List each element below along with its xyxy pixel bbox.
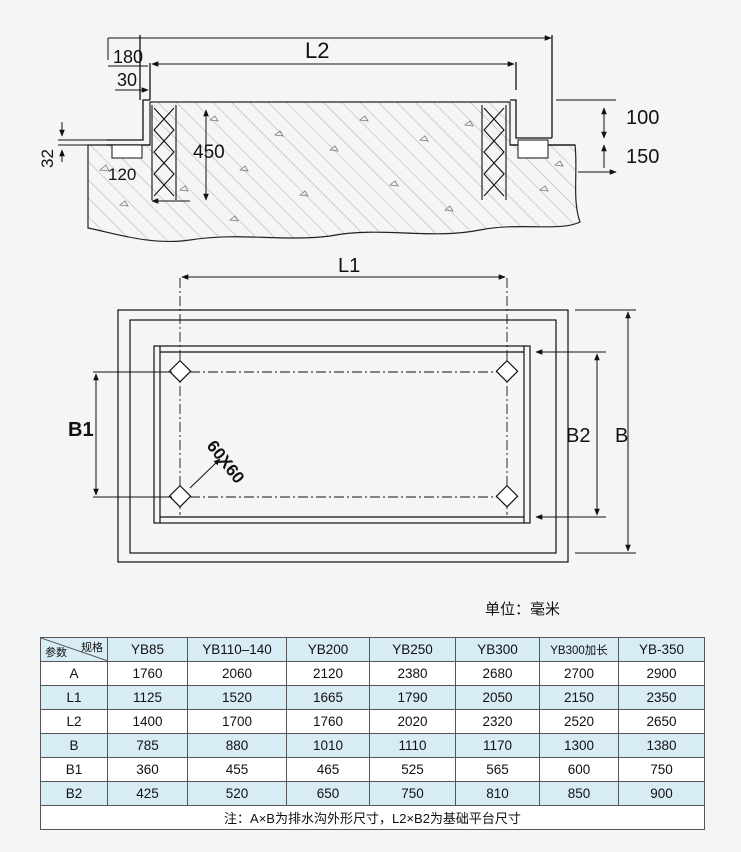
table-note: 注：A×B为排水沟外形尺寸，L2×B2为基础平台尺寸 [40,805,705,830]
table-cell: 2900 [618,661,705,686]
row-label: B2 [40,781,108,806]
table-cell: 2320 [455,709,540,734]
dim-b2: B2 [566,425,590,447]
dim-30: 30 [117,70,137,90]
table-row: B2 425 520 650 750 810 850 900 [40,781,705,806]
table-cell: 2680 [455,661,540,686]
table-cell: 1790 [369,685,456,710]
table-cell: 1520 [187,685,287,710]
table-cell: 880 [187,733,287,758]
table-cell: 2050 [455,685,540,710]
table-cell: 850 [539,781,619,806]
column-header: YB200 [286,637,370,662]
dim-180: 180 [113,47,143,67]
dim-32: 32 [38,149,57,168]
row-label: B [40,733,108,758]
table-corner-cell: 规格 参数 [40,637,108,662]
table-cell: 2520 [539,709,619,734]
dim-l2: L2 [305,38,329,63]
table-cell: 1760 [286,709,370,734]
dim-b: B [615,425,628,447]
table-cell: 1125 [107,685,188,710]
table-cell: 465 [286,757,370,782]
plan-view: L1 B1 B2 B 60X60 [68,255,636,563]
table-cell: 520 [187,781,287,806]
table-note-row: 注：A×B为排水沟外形尺寸，L2×B2为基础平台尺寸 [40,805,705,830]
column-header: YB300 [455,637,540,662]
table-cell: 1380 [618,733,705,758]
unit-label: 单位：毫米 [485,601,561,618]
corner-param-label: 参数 [45,647,67,659]
corner-spec-label: 规格 [81,642,103,654]
concrete-foundation [87,101,581,243]
table-cell: 900 [618,781,705,806]
row-label: B1 [40,757,108,782]
table-cell: 2650 [618,709,705,734]
row-label: L1 [40,685,108,710]
table-cell: 2380 [369,661,456,686]
spec-table: 规格 参数 YB85 YB110–140 YB200 YB250 YB300 Y… [40,637,705,830]
table-cell: 750 [369,781,456,806]
table-cell: 810 [455,781,540,806]
table-cell: 2350 [618,685,705,710]
table-cell: 425 [107,781,188,806]
section-view: 180 30 L2 32 120 450 100 150 [38,35,659,243]
column-header: YB250 [369,637,456,662]
table-cell: 565 [455,757,540,782]
row-label: L2 [40,709,108,734]
drain-cover [153,345,531,524]
dim-100: 100 [626,107,659,129]
table-cell: 750 [618,757,705,782]
column-header: YB-350 [618,637,705,662]
table-row: L1 1125 1520 1665 1790 2050 2150 2350 [40,685,705,710]
concrete-aggregate [99,115,564,222]
row-label: A [40,661,108,686]
table-cell: 600 [539,757,619,782]
table-cell: 1010 [286,733,370,758]
table-cell: 525 [369,757,456,782]
table-cell: 360 [107,757,188,782]
table-cell: 2120 [286,661,370,686]
table-row: B 785 880 1010 1110 1170 1300 1380 [40,733,705,758]
right-spring [481,105,507,200]
table-cell: 650 [286,781,370,806]
table-cell: 1300 [539,733,619,758]
dim-150: 150 [626,146,659,168]
table-row: A 1760 2060 2120 2380 2680 2700 2900 [40,661,705,686]
table-cell: 785 [107,733,188,758]
dim-b1: B1 [68,419,94,441]
dim-l1: L1 [338,255,360,277]
bolt-holes [168,359,519,508]
dim-60x60: 60X60 [203,437,248,487]
table-cell: 1400 [107,709,188,734]
column-header: YB300加长 [539,637,619,662]
table-cell: 2150 [539,685,619,710]
column-header: YB85 [107,637,188,662]
table-cell: 2020 [369,709,456,734]
table-header-row: 规格 参数 YB85 YB110–140 YB200 YB250 YB300 Y… [40,637,705,662]
column-header: YB110–140 [187,637,287,662]
table-cell: 2060 [187,661,287,686]
table-cell: 1760 [107,661,188,686]
dim-120: 120 [108,165,136,184]
table-cell: 1170 [455,733,540,758]
table-cell: 1700 [187,709,287,734]
table-cell: 455 [187,757,287,782]
table-row: B1 360 455 465 525 565 600 750 [40,757,705,782]
table-row: L2 1400 1700 1760 2020 2320 2520 2650 [40,709,705,734]
dim-450: 450 [193,142,225,163]
technical-drawing: 180 30 L2 32 120 450 100 150 [38,35,659,563]
left-spring [151,105,177,200]
table-cell: 1110 [369,733,456,758]
table-cell: 2700 [539,661,619,686]
table-cell: 1665 [286,685,370,710]
